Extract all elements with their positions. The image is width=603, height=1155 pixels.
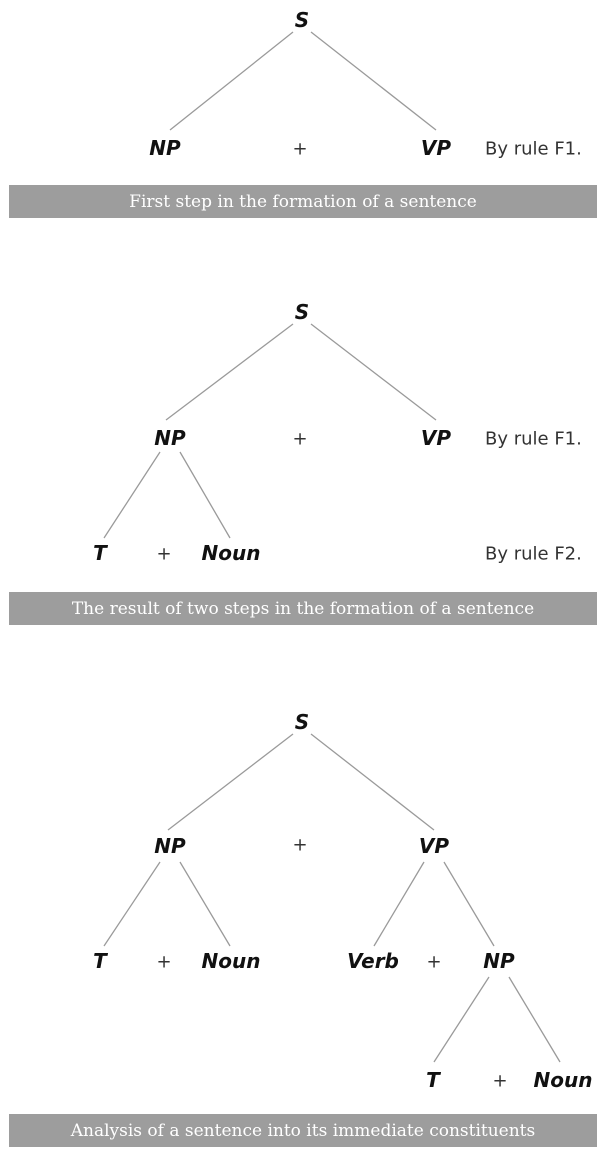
rule-label-f2: By rule F2.	[485, 543, 582, 565]
plus-sign: +	[156, 951, 172, 973]
node-vp: VP	[420, 426, 452, 450]
node-t: T	[426, 1068, 440, 1092]
node-t: T	[93, 541, 107, 565]
tree-branches	[103, 323, 437, 539]
plus-sign: +	[292, 834, 308, 856]
figure-caption: First step in the formation of a sentenc…	[9, 185, 597, 218]
tree-branches	[103, 733, 561, 1063]
node-np: NP	[483, 949, 515, 973]
node-np: NP	[154, 834, 186, 858]
plus-sign: +	[492, 1070, 508, 1092]
branch-np-noun	[179, 451, 231, 539]
branch-np-t	[103, 451, 161, 539]
node-s: S	[294, 710, 310, 734]
branch-vp-verb	[373, 861, 425, 947]
branch-s-vp	[310, 323, 437, 421]
plus-sign: +	[292, 428, 308, 450]
figure-first-step: S NP + VP By rule F1. First step in the …	[0, 0, 603, 222]
node-s: S	[294, 8, 310, 32]
branch-s-vp	[310, 733, 435, 831]
rule-label: By rule F1.	[485, 138, 582, 160]
plus-sign: +	[426, 951, 442, 973]
node-np: NP	[154, 426, 186, 450]
node-noun: Noun	[201, 541, 261, 565]
node-vp: VP	[420, 136, 452, 160]
branch-np2-t	[433, 976, 490, 1063]
branch-np2-noun	[508, 976, 561, 1063]
node-noun: Noun	[201, 949, 261, 973]
branch-np-t	[103, 861, 161, 947]
figure-caption: Analysis of a sentence into its immediat…	[9, 1114, 597, 1147]
figure-immediate-constituents: S NP + VP T + Noun Verb + NP T + Noun An…	[0, 700, 603, 1155]
node-t: T	[93, 949, 107, 973]
figure-caption: The result of two steps in the formation…	[9, 592, 597, 625]
plus-sign: +	[156, 543, 172, 565]
node-np: NP	[149, 136, 181, 160]
branch-vp-np	[443, 861, 495, 947]
node-s: S	[294, 300, 310, 324]
figure-two-steps: S NP + VP By rule F1. T + Noun By rule F…	[0, 290, 603, 630]
branch-s-np	[165, 323, 294, 421]
branch-np-noun	[179, 861, 231, 947]
plus-sign: +	[292, 138, 308, 160]
rule-label-f1: By rule F1.	[485, 428, 582, 450]
node-verb: Verb	[347, 949, 399, 973]
node-noun: Noun	[533, 1068, 593, 1092]
branch-s-np	[169, 31, 294, 131]
branch-s-np	[167, 733, 294, 831]
branch-s-vp	[310, 31, 437, 131]
node-vp: VP	[418, 834, 450, 858]
tree-branches	[169, 31, 437, 131]
